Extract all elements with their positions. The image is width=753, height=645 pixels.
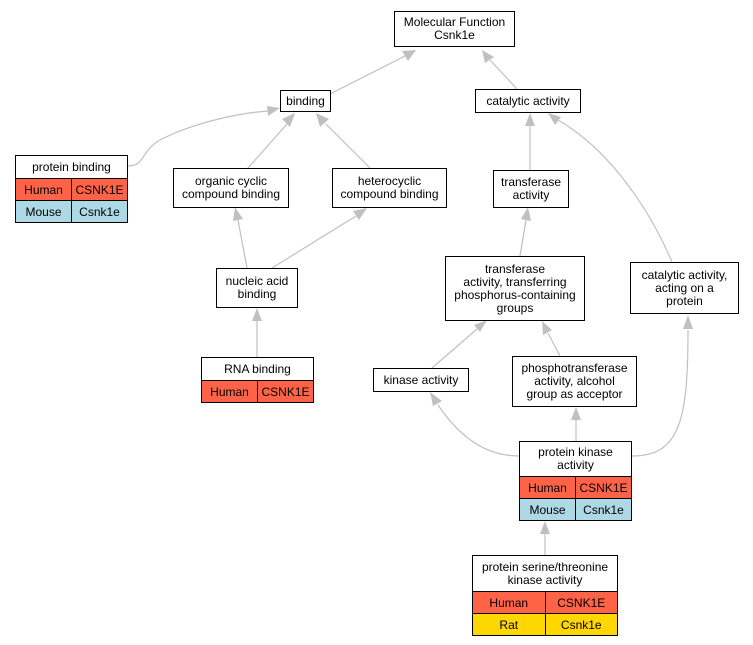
node-title: protein binding bbox=[32, 159, 111, 174]
edge-phos-to-transferase-arrowhead bbox=[521, 207, 531, 221]
edge-catalytic-protein-to-catalytic-arrowhead bbox=[548, 113, 561, 125]
species-label: Human bbox=[210, 384, 249, 399]
node-phosphotransferase-alcohol: phosphotransferase activity, alcohol gro… bbox=[512, 356, 637, 407]
gene-label: Csnk1e bbox=[544, 614, 618, 635]
node-title: catalytic activity, acting on a protein bbox=[641, 267, 728, 308]
ortholog-row-human: Human CSNK1E bbox=[202, 380, 313, 402]
edge-catalytic-to-root-arrowhead bbox=[482, 50, 494, 63]
ortholog-row-mouse: Mouse Csnk1e bbox=[16, 200, 127, 222]
edge-nucleic-to-heterocyclic-arrowhead bbox=[353, 208, 367, 220]
species-label: Rat bbox=[499, 617, 519, 632]
edge-catalytic-protein-to-catalytic bbox=[557, 119, 673, 263]
node-title: kinase activity bbox=[383, 372, 459, 387]
node-title: transferase activity, transferring phosp… bbox=[454, 261, 576, 315]
species-label: Human bbox=[528, 480, 567, 495]
edge-transferase-to-catalytic-arrowhead bbox=[525, 113, 535, 126]
node-title: protein kinase activity bbox=[538, 445, 613, 472]
ortholog-row-mouse: Mouse Csnk1e bbox=[520, 498, 631, 520]
species-label: Human bbox=[489, 595, 529, 610]
species-label: Mouse bbox=[529, 502, 566, 517]
node-title: protein serine/threonine kinase activity bbox=[481, 559, 609, 587]
edge-nucleic-to-organic-arrowhead bbox=[233, 207, 243, 221]
edge-binding-to-root bbox=[329, 55, 406, 95]
gene-label: CSNK1E bbox=[575, 477, 631, 498]
edge-phos-to-transferase bbox=[519, 219, 527, 257]
edge-serthr-to-protein-kinase-arrowhead bbox=[540, 521, 550, 534]
node-protein-binding: protein binding Human CSNK1E Mouse Csnk1… bbox=[15, 155, 128, 223]
node-title: heterocyclic compound binding bbox=[340, 174, 439, 201]
edge-nucleic-to-heterocyclic bbox=[271, 215, 357, 269]
node-title: transferase activity bbox=[500, 175, 562, 202]
edge-protein-binding-to-binding bbox=[127, 110, 269, 167]
ortholog-row-rat: Rat Csnk1e bbox=[473, 613, 617, 635]
node-catalytic-activity-protein: catalytic activity, acting on a protein bbox=[630, 262, 739, 314]
node-title: organic cyclic compound binding bbox=[181, 174, 281, 201]
edge-heterocyclic-to-binding bbox=[325, 123, 371, 169]
node-protein-kinase-activity: protein kinase activity Human CSNK1E Mou… bbox=[519, 441, 632, 521]
edge-organic-to-binding bbox=[247, 123, 288, 169]
node-title: catalytic activity bbox=[486, 93, 570, 108]
edge-kinase-to-phos-arrowhead bbox=[474, 320, 487, 332]
edge-heterocyclic-to-binding-arrowhead bbox=[316, 113, 329, 127]
node-kinase-activity: kinase activity bbox=[373, 368, 469, 392]
gene-label: Csnk1e bbox=[575, 499, 631, 520]
node-rna-binding: RNA binding Human CSNK1E bbox=[201, 357, 314, 403]
edge-nucleic-to-organic bbox=[237, 219, 248, 269]
node-protein-serine-threonine-kinase: protein serine/threonine kinase activity… bbox=[472, 555, 618, 636]
gene-label: CSNK1E bbox=[257, 381, 313, 402]
node-title: Molecular Function Csnk1e bbox=[403, 15, 506, 42]
edge-kinase-to-phos bbox=[431, 328, 478, 369]
edge-protein-kinase-to-phosphotransferase-arrowhead bbox=[571, 407, 581, 420]
gene-label: CSNK1E bbox=[71, 179, 127, 200]
edge-rna-to-nucleic-arrowhead bbox=[252, 308, 262, 321]
node-heterocyclic-compound-binding: heterocyclic compound binding bbox=[332, 168, 447, 208]
edge-protein-kinase-to-kinase bbox=[437, 404, 520, 457]
edge-phosphotransferase-to-phos-arrowhead bbox=[542, 321, 552, 335]
edge-catalytic-to-root bbox=[489, 59, 518, 90]
node-title: nucleic acid binding bbox=[225, 274, 289, 301]
node-transferase-phosphorus: transferase activity, transferring phosp… bbox=[445, 256, 585, 321]
edge-protein-kinase-to-catalytic-protein bbox=[631, 329, 689, 457]
node-transferase-activity: transferase activity bbox=[493, 170, 569, 208]
node-title: RNA binding bbox=[224, 361, 291, 376]
species-label: Human bbox=[24, 182, 63, 197]
node-catalytic-activity: catalytic activity bbox=[475, 89, 581, 113]
node-organic-cyclic-compound-binding: organic cyclic compound binding bbox=[173, 168, 289, 208]
ortholog-row-human: Human CSNK1E bbox=[520, 476, 631, 498]
edge-binding-to-root-arrowhead bbox=[402, 50, 416, 61]
edge-protein-kinase-to-kinase-arrowhead bbox=[430, 392, 442, 406]
species-label: Mouse bbox=[25, 204, 62, 219]
node-molecular-function: Molecular Function Csnk1e bbox=[394, 11, 515, 47]
edge-phosphotransferase-to-phos bbox=[547, 332, 561, 357]
gene-label: Csnk1e bbox=[71, 201, 127, 222]
ortholog-row-human: Human CSNK1E bbox=[473, 591, 617, 613]
edge-protein-binding-to-binding-arrowhead bbox=[267, 106, 280, 116]
edge-organic-to-binding-arrowhead bbox=[282, 113, 295, 127]
node-title: phosphotransferase activity, alcohol gro… bbox=[521, 361, 628, 401]
node-title: binding bbox=[286, 93, 325, 108]
edge-protein-kinase-to-catalytic-protein-arrowhead bbox=[683, 315, 693, 329]
ortholog-row-human: Human CSNK1E bbox=[16, 178, 127, 200]
gene-label: CSNK1E bbox=[544, 592, 618, 613]
node-binding: binding bbox=[280, 90, 331, 112]
node-nucleic-acid-binding: nucleic acid binding bbox=[216, 268, 298, 308]
